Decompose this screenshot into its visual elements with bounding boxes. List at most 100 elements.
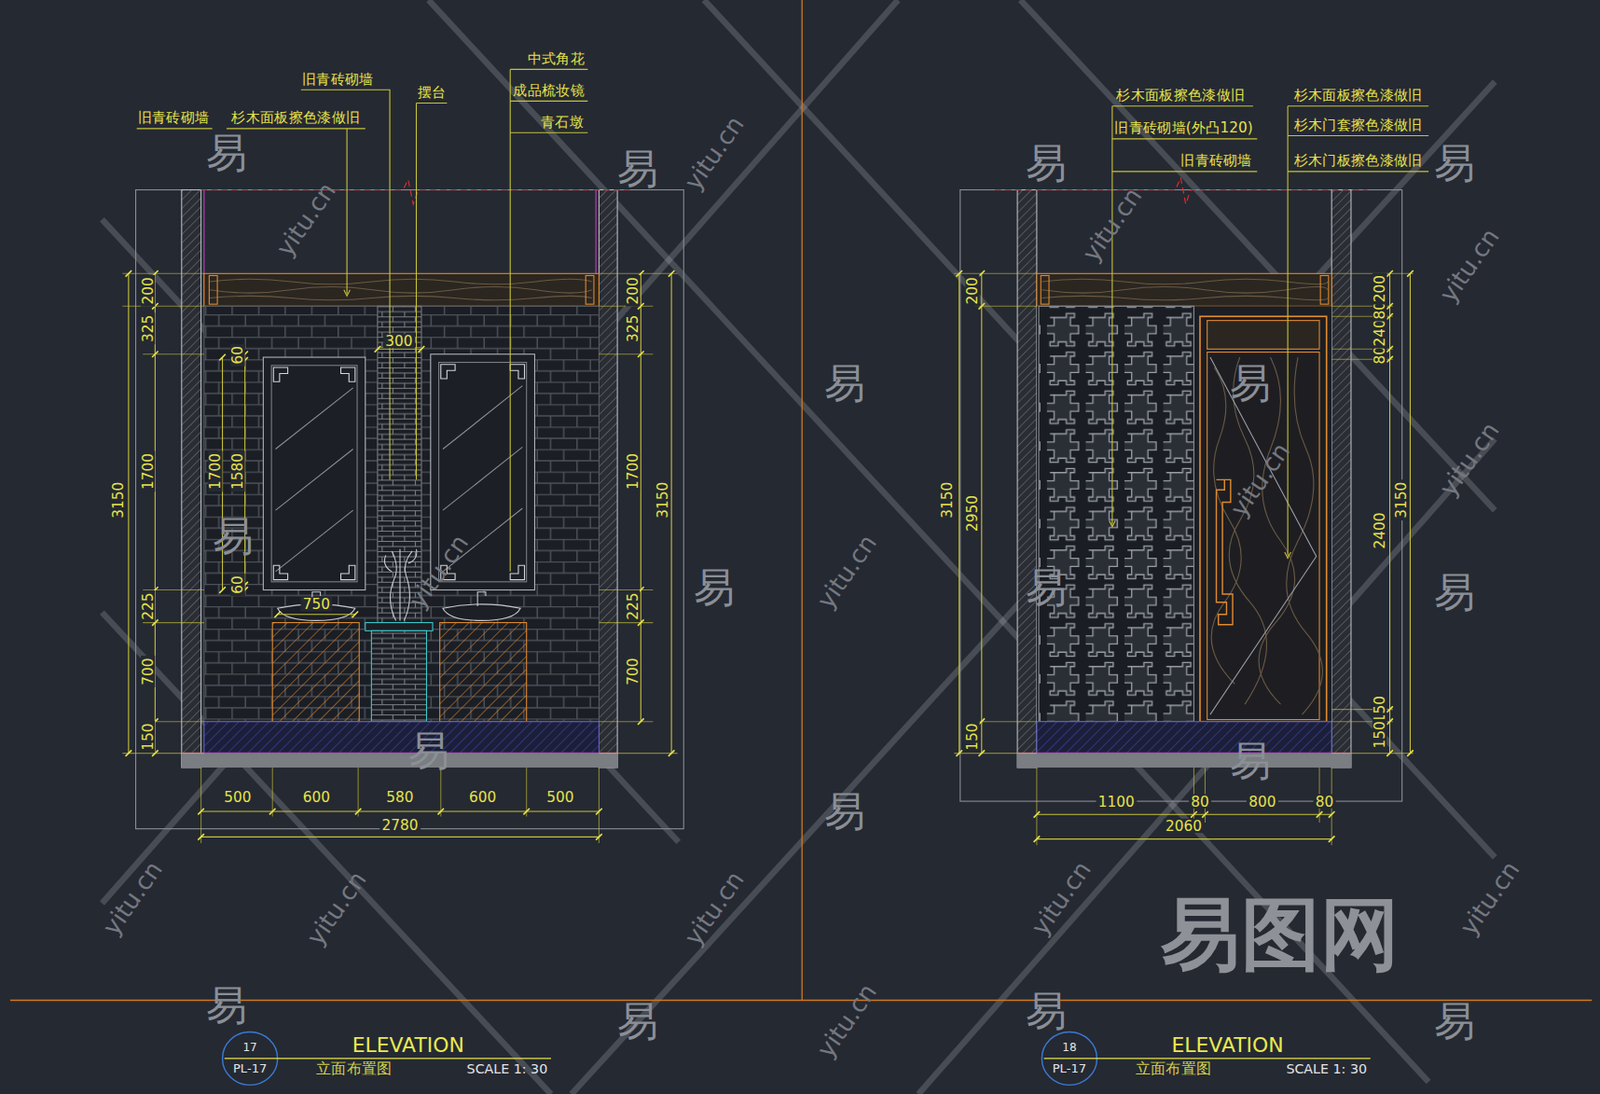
dimension-chain	[1389, 273, 1391, 753]
callout-label: 旧青砖砌墙(外凸120)	[1114, 120, 1253, 135]
title-text: PL-17	[1052, 1062, 1087, 1075]
dimension-value: 3150	[1393, 480, 1408, 521]
dimension-chain	[201, 810, 600, 812]
dimension-line	[1409, 273, 1411, 753]
callout-label: 摆台	[417, 84, 447, 99]
title-text: 18	[1062, 1041, 1076, 1053]
dimension-value: 1100	[1096, 793, 1137, 808]
brick-wall	[204, 305, 600, 721]
watermark-url: yitu.cn	[1027, 856, 1096, 939]
dimension-value: 300	[383, 333, 415, 348]
callout-label: 旧青砖砌墙	[302, 71, 374, 86]
floor-section	[204, 721, 600, 754]
watermark-line	[101, 612, 552, 1094]
dimension-value: 1700	[140, 451, 155, 492]
dimension-value: 700	[140, 655, 155, 688]
dimension-value: 750	[300, 596, 332, 611]
leader-line	[1112, 138, 1257, 172]
watermark-url: yitu.cn	[813, 979, 882, 1062]
callout-label: 成品梳妆镜	[512, 82, 585, 97]
dimension-line	[1036, 838, 1332, 840]
callout-label: 杉木面板擦色漆做旧	[1116, 87, 1245, 102]
watermark-logo: 易图网	[1160, 894, 1400, 974]
dimension-chain	[640, 273, 642, 721]
watermark: 易	[824, 790, 866, 832]
door-transom	[1207, 320, 1320, 350]
floor-section	[1036, 721, 1332, 754]
stone-stand	[371, 630, 427, 721]
leader-line	[1287, 106, 1429, 557]
callout-label: 青石墩	[540, 114, 584, 129]
dimension-value: 1700	[625, 451, 640, 492]
dimension-value: 1700	[207, 451, 222, 492]
wall-section	[1017, 190, 1037, 768]
watermark-url: yitu.cn	[813, 530, 882, 613]
view-frame	[136, 190, 685, 829]
stand-top	[365, 622, 433, 632]
watermark: 易	[1025, 565, 1067, 607]
watermark-line	[571, 82, 1495, 1094]
callout-label: 杉木面板擦色漆做旧	[1294, 87, 1423, 102]
basin	[442, 604, 521, 621]
dimension-value: 3150	[110, 480, 125, 521]
extension-line	[122, 273, 205, 753]
title-text: SCALE 1: 30	[467, 1062, 549, 1076]
dimension-line	[671, 273, 673, 753]
dimension-value: 325	[625, 313, 640, 345]
dimension-value: 2400	[1372, 510, 1387, 551]
dimension-value: 500	[221, 789, 254, 804]
watermark: 易	[206, 984, 248, 1026]
title-text: PL-17	[233, 1062, 267, 1075]
vanity-cabinet	[440, 622, 527, 722]
watermark-url: yitu.cn	[1455, 856, 1524, 939]
ornament-vase	[384, 549, 416, 621]
dimension-value: 150	[140, 720, 155, 753]
title-underline	[224, 1057, 552, 1059]
view-title: ELEVATION	[1171, 1034, 1283, 1056]
dimension-chain	[980, 273, 982, 753]
ceiling-break-line	[201, 179, 634, 205]
dimension-value: 600	[467, 789, 499, 804]
dimension-value: 80	[1188, 793, 1212, 808]
leader-line	[510, 68, 588, 571]
slab	[181, 753, 618, 768]
wood-beam	[204, 273, 600, 306]
watermark: 易	[212, 515, 254, 557]
callout-label: 旧青砖砌墙	[137, 110, 210, 125]
watermark-line	[101, 0, 898, 904]
watermark-url: yitu.cn	[303, 867, 372, 950]
dimension-value: 150	[965, 720, 980, 753]
dimension-line	[127, 273, 129, 753]
watermark-url: yitu.cn	[1435, 223, 1504, 306]
watermark-url: yitu.cn	[272, 178, 341, 261]
leader-line	[1112, 106, 1254, 525]
mirror-glass	[271, 365, 358, 582]
vanity-cabinet	[272, 622, 359, 722]
dimension-value: 2060	[1163, 818, 1204, 833]
glass-hatch	[275, 387, 353, 572]
leader-line	[416, 103, 448, 481]
leader-arrow	[344, 289, 351, 297]
wood-grain	[1041, 278, 1327, 300]
watermark: 易	[1025, 142, 1067, 184]
watermark: 易	[1229, 362, 1271, 404]
dimension-value: 200	[140, 275, 155, 307]
dimension-value: 225	[625, 590, 640, 622]
door-leaf	[1207, 352, 1320, 720]
dimension-value: 600	[300, 789, 332, 804]
dimension-line	[277, 613, 356, 615]
dimension-value: 200	[1372, 273, 1387, 305]
watermark-lines	[101, 0, 1495, 1094]
dimension-value: 580	[384, 789, 416, 804]
callout-label: 中式角花	[527, 51, 585, 66]
title-underline	[1044, 1057, 1371, 1059]
extension-line	[1036, 767, 1332, 845]
door-swing	[1210, 357, 1317, 715]
dimension-value: 60	[230, 344, 245, 367]
dimension-lines	[953, 273, 1413, 845]
dimension-value: 700	[625, 655, 640, 688]
leader-lines	[137, 68, 589, 571]
wall-section	[181, 190, 202, 768]
wall-section	[598, 190, 618, 768]
